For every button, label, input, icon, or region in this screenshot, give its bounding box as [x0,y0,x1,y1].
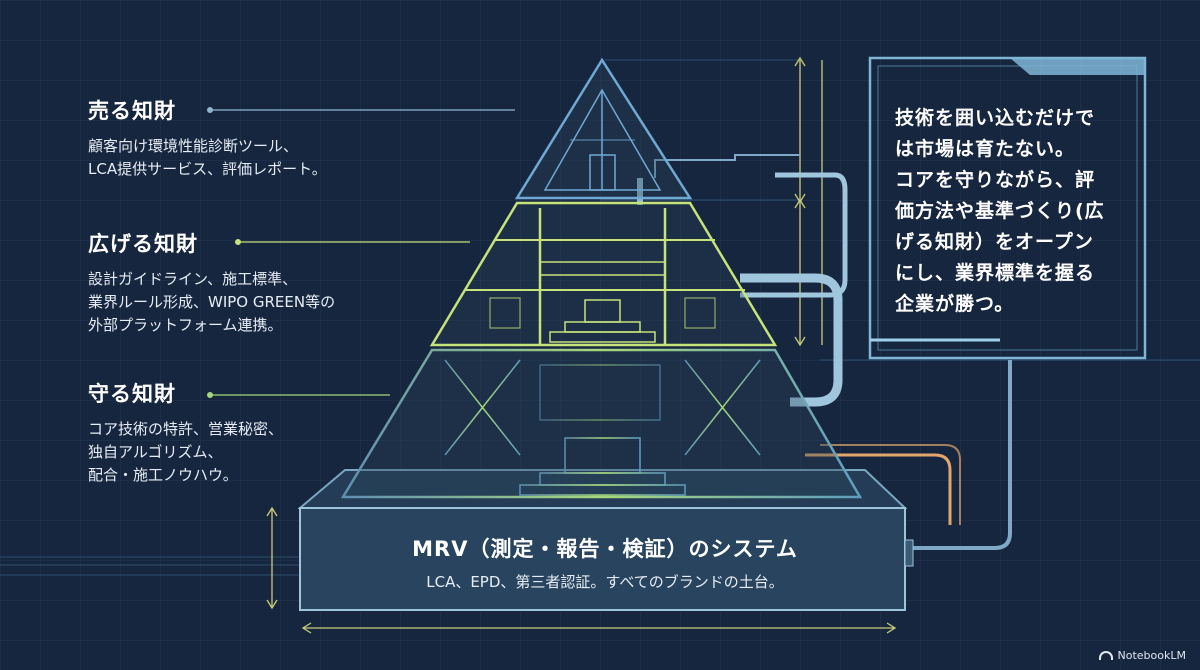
callout-text: 技術を囲い込むだけで は市場は育たない。 コアを守りながら、評 価方法や基準づく… [895,107,1105,315]
protect-ip-description: コア技術の特許、営業秘密、 独自アルゴリズム、 配合・施工ノウハウ。 [88,420,284,484]
brand-label: NotebookLM [1117,649,1186,662]
spread-ip-title: 広げる知財 [88,232,198,256]
sell-ip-title: 売る知財 [88,99,176,123]
spread-ip-description: 設計ガイドライン、施工標準、 業界ルール形成、WIPO GREEN等の 外部プラ… [88,270,336,334]
leader-lines [207,107,515,398]
foundation-subtitle: LCA、EPD、第三者認証。すべてのブランドの土台。 [426,573,784,591]
notebooklm-logo-icon [1098,651,1113,660]
tier-spread [429,201,778,347]
foundation-title: MRV（測定・報告・検証）のシステム [412,537,798,561]
sell-ip-block: 売る知財 顧客向け環境性能診断ツール、 LCA提供サービス、評価レポート。 [88,95,327,181]
spread-ip-block: 広げる知財 設計ガイドライン、施工標準、 業界ルール形成、WIPO GREEN等… [88,228,335,337]
tier-sell [514,57,693,200]
pipes [637,154,1012,550]
brand-watermark: NotebookLM [1098,649,1186,662]
tier-protect [340,348,863,499]
callout-frame [868,56,1147,360]
foundation-box [297,469,914,611]
protect-ip-title: 守る知財 [88,382,176,406]
protect-ip-block: 守る知財 コア技術の特許、営業秘密、 独自アルゴリズム、 配合・施工ノウハウ。 [88,378,283,487]
sell-ip-description: 顧客向け環境性能診断ツール、 LCA提供サービス、評価レポート。 [88,137,327,178]
